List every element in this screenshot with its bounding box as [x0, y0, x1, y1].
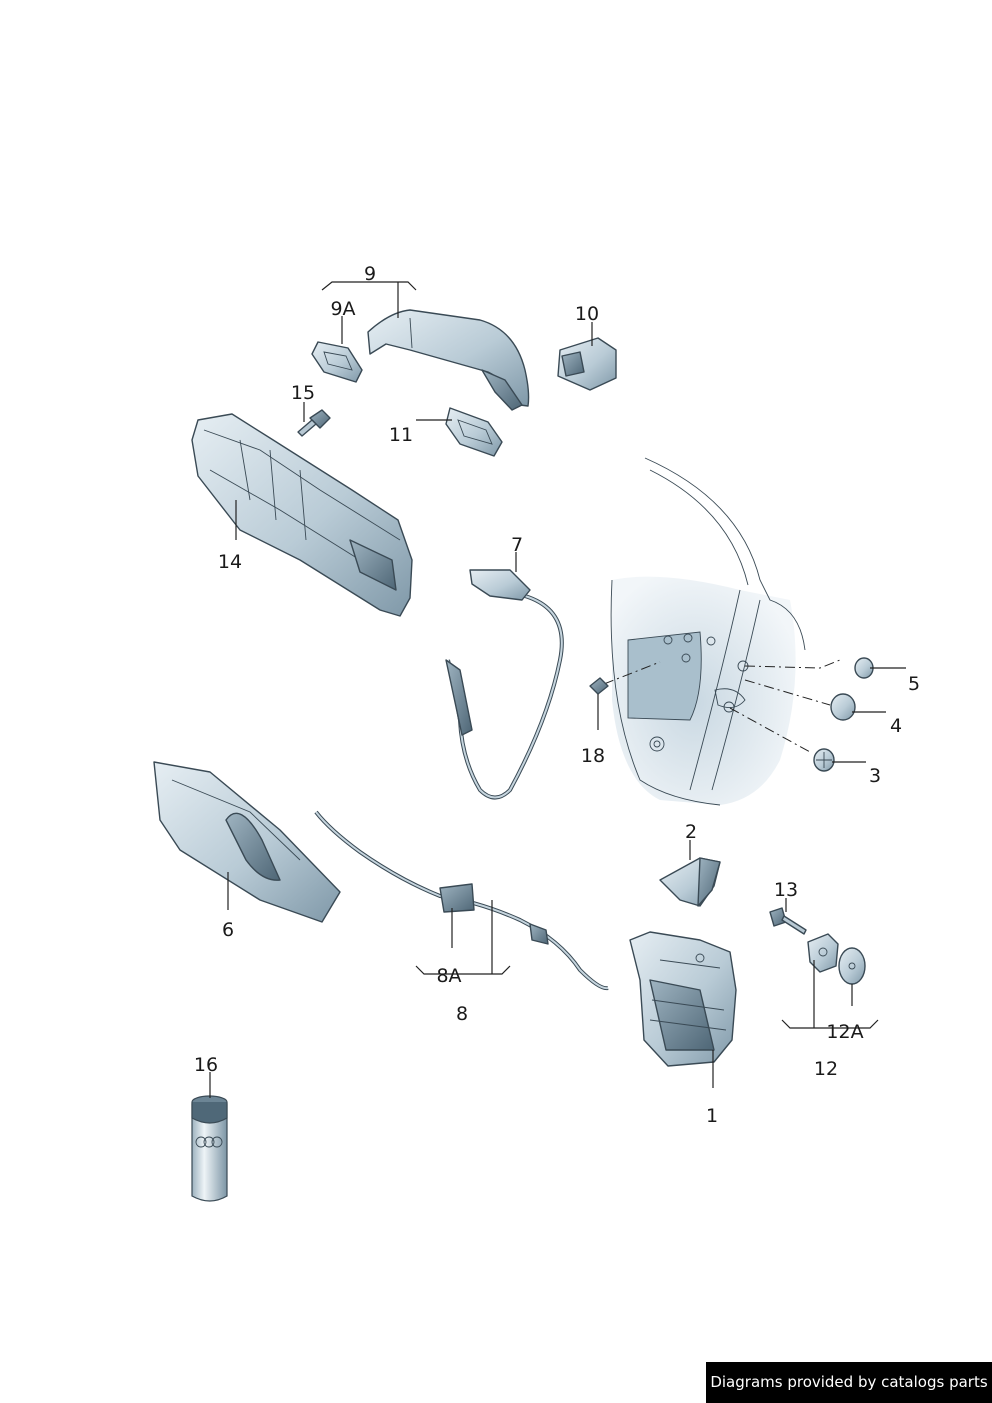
clip-3	[813, 748, 835, 772]
gasket-9a	[311, 341, 363, 383]
callout-8: 8	[456, 1003, 468, 1025]
callout-14: 14	[218, 551, 242, 573]
screw-15	[297, 409, 331, 437]
plate-12a	[838, 947, 866, 985]
callout-7: 7	[511, 534, 523, 556]
callout-10: 10	[575, 303, 599, 325]
screw-18	[589, 677, 609, 695]
callout-12a: 12A	[826, 1021, 863, 1043]
callout-13: 13	[774, 879, 798, 901]
gasket-11	[445, 407, 503, 457]
screw-13	[769, 907, 807, 935]
callout-1: 1	[706, 1105, 718, 1127]
callout-18: 18	[581, 745, 605, 767]
callout-15: 15	[291, 382, 315, 404]
cable-8	[314, 810, 609, 991]
callout-16: 16	[194, 1054, 218, 1076]
callout-8a: 8A	[436, 965, 461, 987]
cap-10	[557, 337, 617, 391]
callout-4: 4	[890, 715, 902, 737]
outer-door-handle	[367, 309, 530, 411]
plug-4	[830, 693, 856, 721]
callout-9a: 9A	[330, 298, 355, 320]
callout-9: 9	[364, 263, 376, 285]
callout-6: 6	[222, 919, 234, 941]
cable-7	[445, 569, 564, 800]
handle-carrier	[191, 413, 413, 617]
spray-can-16	[191, 1095, 228, 1202]
credit-banner: Diagrams provided by catalogs parts	[706, 1362, 992, 1403]
callout-12: 12	[814, 1058, 838, 1080]
door-lock	[629, 931, 737, 1067]
inner-handle	[153, 761, 341, 923]
leader-lines	[209, 281, 906, 1098]
door-panel	[603, 457, 841, 806]
callout-3: 3	[869, 765, 881, 787]
callout-2: 2	[685, 821, 697, 843]
callout-5: 5	[908, 673, 920, 695]
cover-2	[659, 857, 721, 907]
bracket-12	[807, 933, 839, 973]
callout-11: 11	[389, 424, 413, 446]
